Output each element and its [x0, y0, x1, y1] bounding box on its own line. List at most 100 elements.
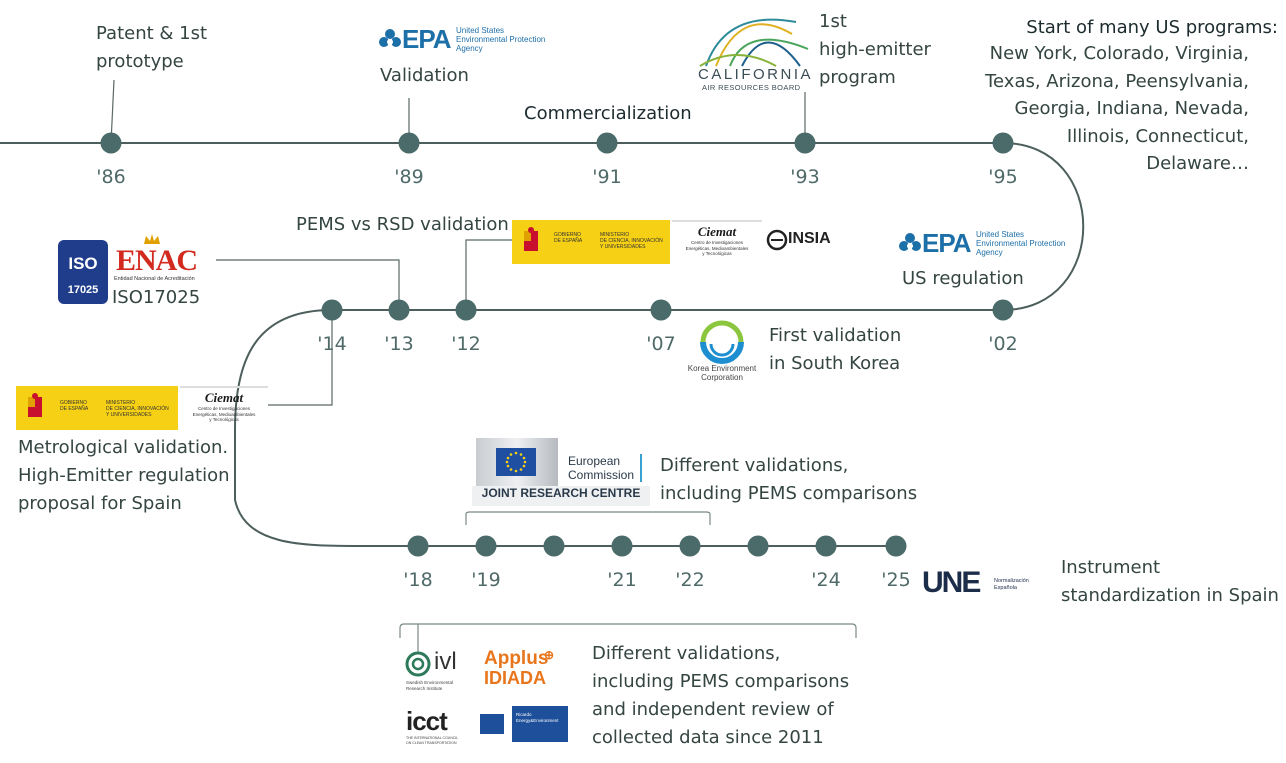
ivl-logo: ivl Swedish Environmental Research Insti… [404, 648, 474, 696]
ricardo-box: Ricardo Energy&Environment [512, 706, 568, 742]
iso-number: 17025 [67, 284, 99, 296]
idiada-word: IDIADA [484, 668, 546, 688]
enac-logo: ENAC Entidad Nacional de Acreditación [114, 232, 204, 282]
epa-subtext: United States Environmental Protection A… [976, 230, 1066, 257]
timeline-node [475, 535, 497, 557]
epa-flower-icon [379, 29, 401, 47]
bracket-jrc [465, 511, 711, 525]
ciemat-subtext: Centro de Investigaciones Energéticas, M… [192, 406, 256, 422]
timeline-node [679, 535, 701, 557]
year-label: '89 [394, 166, 424, 188]
jrc-logo: European Commission JOINT RESEARCH CENTR… [470, 434, 650, 508]
label-13: PEMS vs RSD validation [296, 214, 509, 235]
epa-word: EPA [402, 24, 452, 54]
timeline-node [885, 535, 907, 557]
label-bottom: Different validations, including PEMS co… [592, 643, 850, 748]
iso-text: ISO [68, 254, 98, 273]
ciemat-word: Ciemat [204, 390, 244, 405]
timeline-node [398, 132, 420, 154]
carb-arcs-icon [699, 18, 809, 67]
year-label: '95 [988, 166, 1018, 188]
year-label: '14 [317, 333, 347, 355]
timeline-node [650, 299, 672, 321]
timeline-node [100, 132, 122, 154]
label-jrc: Different validations, including PEMS co… [660, 455, 918, 504]
year-label: '13 [384, 333, 414, 355]
ministerio-text: MINISTERIO DE CIENCIA, INNOVACIÓN Y UNIV… [600, 232, 663, 250]
label-93: 1st high-emitter program [819, 11, 931, 88]
insia-icon [766, 229, 788, 251]
label-07: First validation in South Korea [769, 325, 902, 374]
korea-env-icon [700, 320, 744, 364]
timeline-node [455, 299, 477, 321]
enac-word: ENAC [116, 244, 198, 277]
connector-13 [216, 259, 400, 310]
timeline-node [543, 535, 565, 557]
applus-plus-icon: ⊕ [544, 648, 555, 662]
gobierno-logo: GOBIERNO DE ESPAÑA MINISTERIO DE CIENCIA… [512, 220, 670, 264]
carb-text-1: CALIFORNIA [698, 66, 814, 83]
eu-flag-icon [496, 448, 536, 476]
ministerio-text: MINISTERIO DE CIENCIA, INNOVACIÓN Y UNIV… [106, 400, 169, 418]
icct-subtext: THE INTERNATIONAL COUNCIL ON CLEAN TRANS… [406, 736, 459, 745]
year-label: '12 [451, 333, 481, 355]
year-label: '22 [675, 569, 705, 591]
ciemat-subtext: Centro de Investigaciones Energéticas, M… [685, 240, 749, 256]
korea-env-logo: Korea Environment Corporation [676, 318, 768, 388]
label-02: US regulation [902, 268, 1024, 289]
year-label: '24 [811, 569, 841, 591]
label-une: Instrument standardization in Spain [1061, 557, 1279, 606]
crown-icon [144, 234, 160, 244]
icct-word: icct [406, 706, 448, 736]
insia-logo: INSIA [766, 229, 848, 251]
timeline-node [794, 132, 816, 154]
ivl-word: ivl [434, 648, 457, 675]
bracket-bottom [399, 623, 857, 638]
timeline-node [388, 299, 410, 321]
ricardo-logo: Ricardo Energy&Environment [480, 706, 570, 742]
applus-idiada-logo: Applus ⊕ IDIADA [484, 648, 564, 692]
ec-building-icon [476, 438, 558, 486]
label-metrological: Metrological validation. High-Emitter re… [18, 437, 230, 514]
timeline-node [992, 299, 1014, 321]
year-label: '07 [646, 333, 676, 355]
label-89: Validation [380, 65, 469, 86]
ciemat-logo: Ciemat Centro de Investigaciones Energét… [672, 220, 762, 266]
epa-logo: EPA United States Environmental Protecti… [378, 24, 568, 56]
year-label: '21 [607, 569, 637, 591]
connector-14 [268, 320, 333, 406]
carb-text-2: AIR RESOURCES BOARD [702, 83, 801, 92]
year-label: '91 [592, 166, 622, 188]
gobierno-logo-2: GOBIERNO DE ESPAÑA MINISTERIO DE CIENCIA… [16, 386, 178, 430]
label-95-list: New York, Colorado, Virginia, Texas, Ari… [985, 43, 1249, 174]
carb-logo: CALIFORNIA AIR RESOURCES BOARD [696, 4, 812, 92]
ec-text: European Commission [568, 454, 643, 482]
enac-subtext: Entidad Nacional de Acreditación [114, 276, 195, 282]
ciemat-word: Ciemat [697, 224, 737, 239]
gobierno-text: GOBIERNO DE ESPAÑA [554, 232, 583, 244]
label-91: Commercialization [524, 103, 692, 124]
year-label: '25 [881, 569, 911, 591]
insia-word: INSIA [788, 230, 831, 247]
timeline-node [596, 132, 618, 154]
timeline-path [0, 142, 1085, 547]
ivl-swirl-icon [405, 651, 431, 677]
year-label: '02 [988, 333, 1018, 355]
jrc-text: JOINT RESEARCH CENTRE [472, 486, 650, 506]
label-86: Patent & 1st prototype [96, 23, 208, 72]
iso-logo: ISO 17025 [58, 240, 108, 304]
epa-logo-2: EPA United States Environmental Protecti… [898, 228, 1088, 260]
timeline-node [747, 535, 769, 557]
ricardo-text: Ricardo Energy&Environment [516, 712, 559, 723]
applus-word: Applus [484, 648, 549, 669]
korea-env-text: Korea Environment Corporation [687, 364, 757, 382]
label-95-title: Start of many US programs: [1026, 17, 1278, 38]
year-label: '93 [790, 166, 820, 188]
timeline-node [815, 535, 837, 557]
spain-coat-of-arms-icon [28, 393, 42, 417]
ricardo-icon [480, 714, 504, 734]
year-label: '86 [96, 166, 126, 188]
timeline-node [321, 299, 343, 321]
year-label: '18 [403, 569, 433, 591]
